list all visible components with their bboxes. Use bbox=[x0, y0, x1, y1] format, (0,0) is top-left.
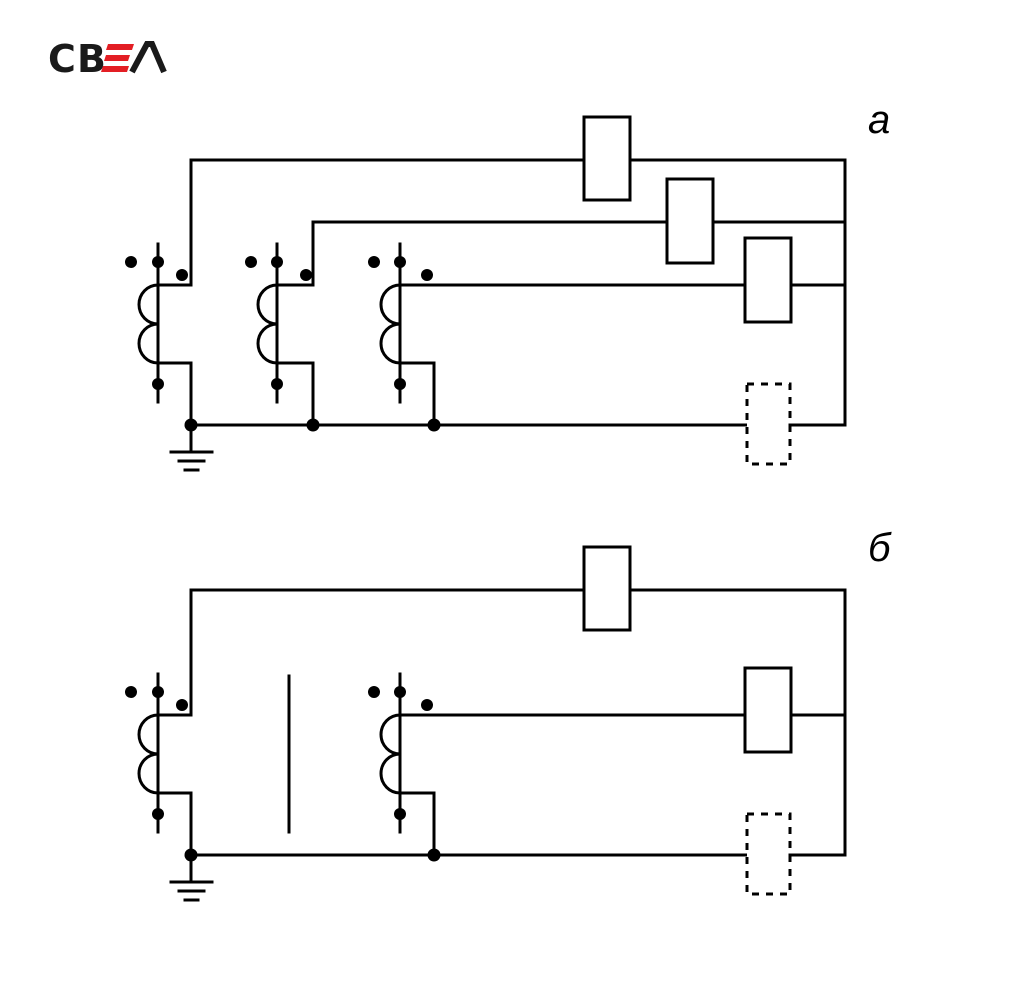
logo-accent-e bbox=[101, 44, 134, 72]
current-transformer-1 bbox=[125, 588, 586, 857]
coil-icon bbox=[379, 713, 402, 795]
coil-icon bbox=[379, 283, 402, 365]
relay-neutral-dashed bbox=[745, 382, 792, 466]
current-transformer-3 bbox=[368, 242, 747, 427]
ground-icon bbox=[169, 853, 214, 902]
junction-dot bbox=[427, 848, 441, 862]
logo-letter-v: В bbox=[77, 37, 106, 80]
diagram-b bbox=[125, 545, 847, 902]
current-transformer-1 bbox=[125, 158, 586, 427]
relay-1 bbox=[582, 545, 632, 632]
relay-neutral-dashed bbox=[745, 812, 792, 896]
coil-icon bbox=[137, 283, 160, 365]
svel-logo: С В bbox=[48, 37, 167, 80]
return-bus bbox=[628, 158, 847, 427]
diagram-label-b: б bbox=[868, 526, 891, 570]
relay-3 bbox=[743, 666, 793, 754]
logo-letter-s: С bbox=[48, 37, 76, 80]
coil-icon bbox=[137, 713, 160, 795]
current-transformer-3 bbox=[368, 672, 747, 857]
relay-3 bbox=[743, 236, 793, 324]
return-bus bbox=[628, 588, 847, 857]
junction-dot bbox=[427, 418, 441, 432]
relay-1 bbox=[582, 115, 632, 202]
junction-dot bbox=[306, 418, 320, 432]
relay-2 bbox=[665, 177, 715, 265]
current-transformer-2 bbox=[245, 220, 669, 427]
diagram-a bbox=[125, 115, 847, 472]
diagram-label-a: а bbox=[868, 98, 891, 142]
ground-icon bbox=[169, 423, 214, 472]
coil-icon bbox=[256, 283, 279, 365]
logo-letter-l bbox=[129, 41, 167, 74]
